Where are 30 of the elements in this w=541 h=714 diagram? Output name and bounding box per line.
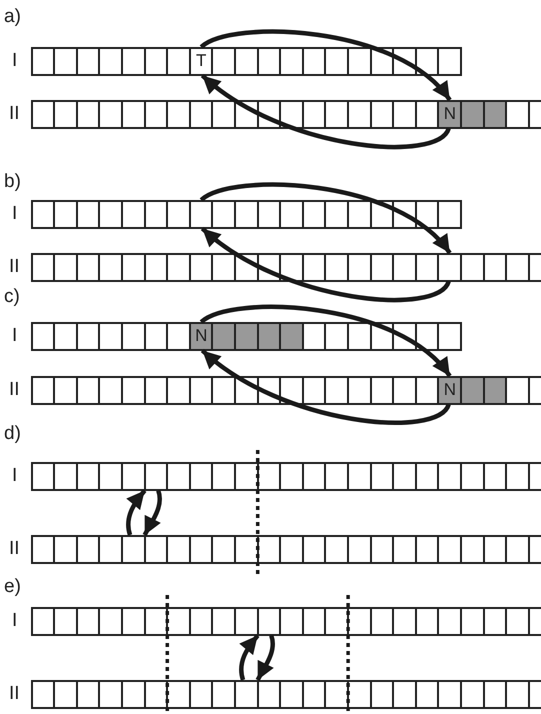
row-label: II [9,538,20,560]
sequence-cell [120,535,146,564]
sequence-cell: N [437,376,462,404]
curved-arrow [200,29,452,102]
curved-arrow [126,489,146,536]
row-label: I [12,325,18,347]
row-label: II [9,379,20,401]
panel-label: c) [4,286,20,308]
sequence-cell [234,680,259,708]
panel-label: a) [4,6,21,28]
curved-arrow [200,74,451,150]
row-label: II [9,683,20,705]
curved-arrow [200,226,451,302]
sequence-cell [437,253,462,282]
curved-arrow [142,490,162,536]
panel-label: e) [4,576,21,598]
row-label: I [12,203,18,225]
row-label: I [12,50,18,72]
curved-arrow [239,634,260,681]
row-label: II [9,103,20,125]
panel-label: d) [4,423,21,445]
row-label: I [12,465,18,487]
curved-arrow [256,634,275,682]
row-label: I [12,610,18,632]
panel-label: b) [4,171,21,193]
sequence-cell: N [437,100,462,128]
row-label: II [9,256,20,278]
curved-arrow [200,304,452,378]
curved-arrow [200,348,451,425]
curved-arrow [200,182,452,254]
